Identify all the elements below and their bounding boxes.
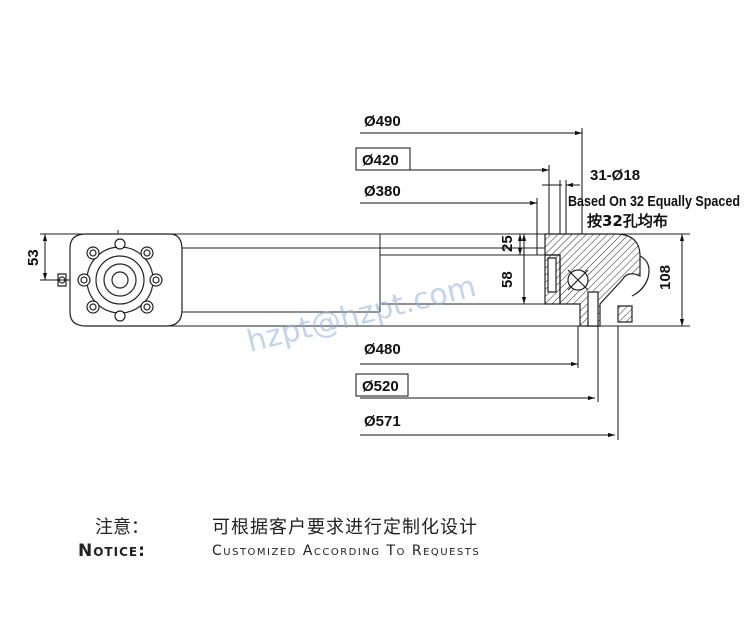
d520-box bbox=[355, 373, 409, 397]
notice-text-en: Customized According To Requests bbox=[212, 543, 481, 559]
notice-block: 注意： 可根据客户要求进行定制化设计 Notice: Customized Ac… bbox=[0, 510, 755, 570]
dim-h108: 108 bbox=[657, 265, 674, 290]
dim-d571: Ø571 bbox=[364, 413, 401, 430]
dim-d520: Ø520 bbox=[362, 378, 399, 395]
dim-h53: 53 bbox=[25, 249, 42, 266]
dim-holes-note-en: Based On 32 Equally Spaced bbox=[568, 193, 740, 210]
dimension-lines bbox=[40, 128, 685, 440]
worm-drive-housing bbox=[57, 233, 183, 327]
dim-d380: Ø380 bbox=[364, 183, 401, 200]
notice-text-cn: 可根据客户要求进行定制化设计 bbox=[212, 517, 478, 538]
dim-holes-note-cn: 按32孔均布 bbox=[587, 212, 668, 230]
notice-label-en: Notice: bbox=[78, 541, 146, 561]
notice-label-cn: 注意： bbox=[95, 517, 149, 538]
dim-h58: 58 bbox=[499, 271, 516, 288]
dim-d420: Ø420 bbox=[362, 152, 399, 169]
dim-d490: Ø490 bbox=[364, 113, 401, 130]
dim-holes: 31-Ø18 bbox=[590, 167, 640, 184]
dim-d480: Ø480 bbox=[364, 341, 401, 358]
d420-box bbox=[355, 147, 411, 171]
watermark: hzpt@hzpt.com bbox=[243, 269, 479, 360]
bearing-cross-section bbox=[544, 233, 650, 327]
dim-h25: 25 bbox=[499, 235, 516, 252]
